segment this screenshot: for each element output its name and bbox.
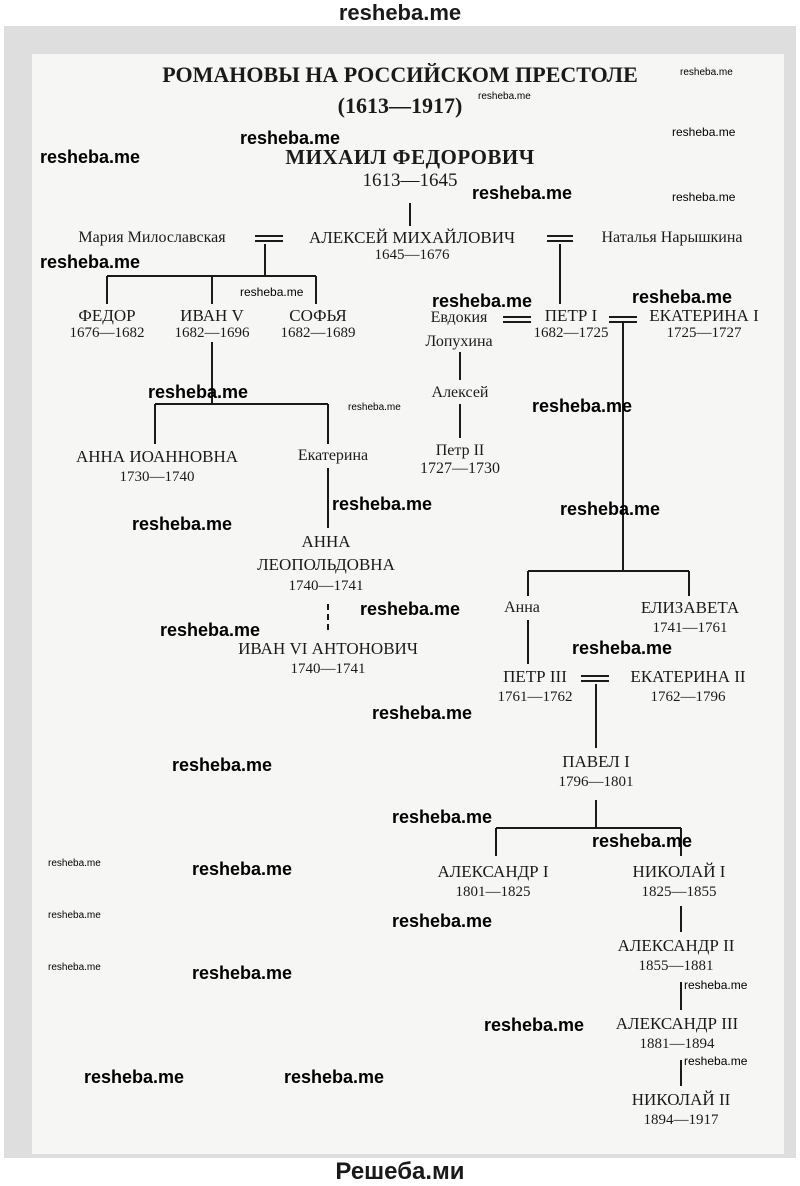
node-aleksei: Алексей bbox=[431, 384, 489, 401]
watermark: resheba.me bbox=[684, 1054, 748, 1068]
node-ekaterina2: ЕКАТЕРИНА II 1762—1796 bbox=[630, 667, 746, 706]
watermark: resheba.me bbox=[572, 638, 673, 658]
node-anna-leopoldovna: АННА ЛЕОПОЛЬДОВНА 1740—1741 bbox=[257, 532, 395, 595]
watermark: resheba.me bbox=[478, 91, 531, 102]
watermark: resheba.me bbox=[432, 291, 533, 311]
watermark: resheba.me bbox=[240, 285, 304, 299]
watermark: resheba.me bbox=[592, 831, 693, 851]
node-ivan6: ИВАН VI АНТОНОВИЧ 1740—1741 bbox=[238, 639, 418, 678]
diagram-card bbox=[32, 54, 784, 1154]
node-aleksandr2: АЛЕКСАНДР II 1855—1881 bbox=[617, 936, 735, 975]
watermark: resheba.me bbox=[84, 1067, 185, 1087]
watermark: resheba.me bbox=[240, 128, 341, 148]
node-anna: Анна bbox=[504, 599, 540, 616]
node-mikhail: МИХАИЛ ФЕДОРОВИЧ 1613—1645 bbox=[285, 145, 535, 191]
node-petr3: ПЕТР III 1761—1762 bbox=[497, 667, 573, 706]
node-ekaterina: Екатерина bbox=[297, 447, 369, 464]
node-aleksei-mikhailovich: АЛЕКСЕЙ МИХАЙЛОВИЧ 1645—1676 bbox=[308, 228, 516, 264]
node-petr1: ПЕТР I 1682—1725 bbox=[533, 306, 609, 342]
node-nikolai2: НИКОЛАЙ II 1894—1917 bbox=[631, 1090, 731, 1129]
watermark: resheba.me bbox=[532, 396, 633, 416]
watermark: resheba.me bbox=[672, 190, 736, 204]
watermark: resheba.me bbox=[632, 287, 733, 307]
watermark: resheba.me bbox=[48, 962, 101, 973]
watermark: resheba.me bbox=[40, 252, 141, 272]
node-ekaterina1: ЕКАТЕРИНА I 1725—1727 bbox=[649, 306, 759, 342]
watermark: resheba.me bbox=[560, 499, 661, 519]
watermark: resheba.me bbox=[392, 911, 493, 931]
node-aleksandr3: АЛЕКСАНДР III 1881—1894 bbox=[615, 1014, 739, 1053]
node-nikolai1: НИКОЛАЙ I 1825—1855 bbox=[632, 862, 726, 901]
watermark: resheba.me bbox=[284, 1067, 385, 1087]
header-watermark: resheba.me bbox=[338, 0, 462, 25]
watermark: resheba.me bbox=[172, 755, 273, 775]
node-petr2: Петр II 1727—1730 bbox=[420, 442, 500, 477]
node-fedor: ФЕДОР 1676—1682 bbox=[69, 306, 145, 342]
watermark: resheba.me bbox=[360, 599, 461, 619]
watermark: resheba.me bbox=[160, 620, 261, 640]
watermark: resheba.me bbox=[192, 963, 293, 983]
footer-watermark: Решеба.ми bbox=[335, 1158, 465, 1185]
watermark: resheba.me bbox=[372, 703, 473, 723]
watermark: resheba.me bbox=[148, 382, 249, 402]
node-aleksandr1: АЛЕКСАНДР I 1801—1825 bbox=[437, 862, 549, 901]
watermark: resheba.me bbox=[332, 494, 433, 514]
node-anna-ioannovna: АННА ИОАННОВНА 1730—1740 bbox=[75, 447, 239, 486]
node-pavel1: ПАВЕЛ I 1796—1801 bbox=[558, 752, 634, 791]
watermark: resheba.me bbox=[684, 978, 748, 992]
watermark: resheba.me bbox=[672, 125, 736, 139]
node-miloslavskaya: Мария Милославская bbox=[78, 229, 226, 246]
watermark: resheba.me bbox=[132, 514, 233, 534]
node-ivan5: ИВАН V 1682—1696 bbox=[174, 306, 250, 342]
watermark: resheba.me bbox=[48, 858, 101, 869]
diagram-title: РОМАНОВЫ НА РОССИЙСКОМ ПРЕСТОЛЕ bbox=[162, 62, 638, 87]
node-sofya: СОФЬЯ 1682—1689 bbox=[280, 306, 356, 342]
watermark: resheba.me bbox=[484, 1015, 585, 1035]
watermark: resheba.me bbox=[40, 147, 141, 167]
node-naryshkina: Наталья Нарышкина bbox=[601, 229, 743, 246]
watermark: resheba.me bbox=[192, 859, 293, 879]
watermark: resheba.me bbox=[48, 910, 101, 921]
diagram-subtitle: (1613—1917) bbox=[337, 93, 463, 118]
watermark: resheba.me bbox=[472, 183, 573, 203]
node-elizaveta: ЕЛИЗАВЕТА 1741—1761 bbox=[640, 598, 740, 637]
node-evdokia: Евдокия Лопухина bbox=[425, 309, 493, 350]
watermark: resheba.me bbox=[680, 67, 733, 78]
watermark: resheba.me bbox=[348, 402, 401, 413]
watermark: resheba.me bbox=[392, 807, 493, 827]
